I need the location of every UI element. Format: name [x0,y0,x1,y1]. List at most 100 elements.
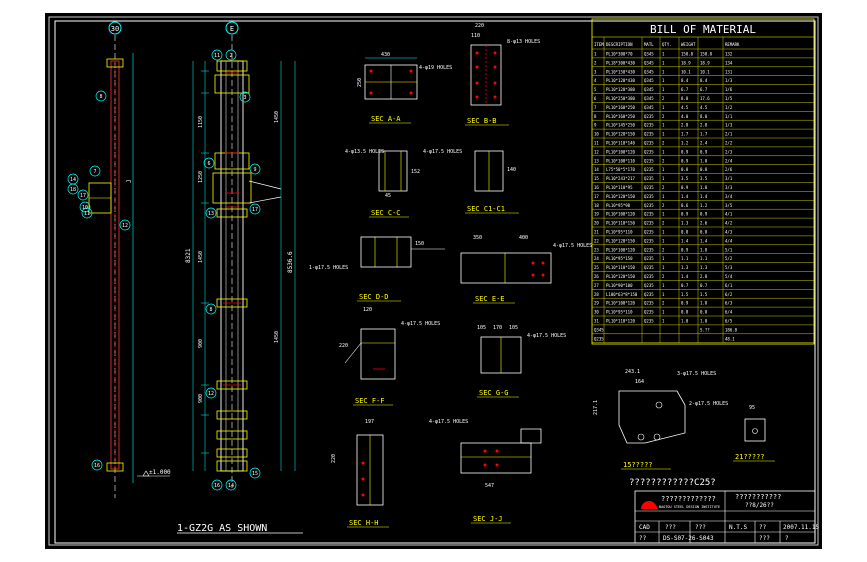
bom-cell: PL10*95*110 [606,310,633,315]
bom-cell: 1.2 [700,203,708,208]
bom-cell: 2 [662,247,665,252]
svg-text:???????????: ??????????? [735,493,781,501]
bom-cell: 12 [594,149,599,154]
svg-text:4-φ17.5 HOLES: 4-φ17.5 HOLES [401,321,440,327]
svg-text:120: 120 [363,307,372,313]
bom-cell: PL10*110*150 [606,265,635,270]
bom-cell: Q345 [644,78,654,83]
bom-cell: Q235 [644,158,654,163]
detail-21: 95 2-φ17.5 HOLES 21????? [689,401,775,462]
bom-cell: 0.8 [681,230,689,235]
bom-cell: Q235 [644,149,654,154]
svg-text:15: 15 [252,471,258,477]
bom-cell: 6.7 [700,87,708,92]
svg-text:10: 10 [82,205,88,211]
svg-text:4-φ17.5 HOLES: 4-φ17.5 HOLES [423,149,462,155]
svg-text:1250: 1250 [198,171,204,183]
bom-cell: PL10*120*430 [606,78,635,83]
bom-cell: 1.4 [700,194,708,199]
bom-cell: 1 [662,176,665,181]
bom-cell: 1 [662,52,665,57]
bom-cell: 2.8 [700,274,708,279]
svg-text:220: 220 [331,454,337,463]
svg-text:243.1: 243.1 [625,369,640,375]
bom-cell: 18 [594,203,599,208]
bom-cell: PL10*100*120 [606,149,635,154]
bom-cell: 7 [594,105,597,110]
bom-cell: PL10*160*250 [606,105,635,110]
bom-cell: 1 [662,87,665,92]
bom-cell: 0.8 [681,167,689,172]
bom-cell: 1 [662,310,665,315]
bom-cell: PL10*90*100 [606,283,633,288]
bom-cell: 131 [725,69,733,74]
bom-cell: 3/5 [725,203,733,208]
bom-cell: PL10*250*380 [606,96,635,101]
svg-text:1-φ17.5 HOLES: 1-φ17.5 HOLES [309,265,348,271]
svg-text:3-φ17.5 HOLES: 3-φ17.5 HOLES [677,371,716,377]
bom-cell: PL10*100*110 [606,158,635,163]
bom-cell: PL10*100*120 [606,301,635,306]
bom-cell: Q345 [594,327,604,332]
bom-cell: PL18*300*430 [606,60,635,65]
bom-cell: PL10*110*120 [606,319,635,324]
bom-cell: 1 [662,78,665,83]
svg-text:110: 110 [471,33,480,39]
bom-cell: 1 [662,167,665,172]
svg-text:197: 197 [365,419,374,425]
bom-cell: 1 [662,60,665,65]
svg-text:170: 170 [493,325,502,331]
bom-cell: 26 [594,274,599,279]
bom-cell: 2.8 [681,123,689,128]
bom-cell: 186.8 [725,327,738,332]
bom-cell: 5/1 [725,247,733,252]
bom-cell: 24 [594,256,599,261]
bom-cell: 4/3 [725,230,733,235]
bom-cell: 8.4 [681,78,689,83]
bom-cell: 0.7 [681,283,689,288]
bom-cell: Q345 [644,52,654,57]
bom-cell: 6/3 [725,301,733,306]
svg-text:105: 105 [509,325,518,331]
bom-cell: 10.1 [700,69,710,74]
svg-text:1150: 1150 [198,116,204,128]
svg-text:N.T.S: N.T.S [729,524,747,531]
bom-header-cell: WEIGHT [681,42,696,47]
svg-text:220: 220 [475,23,484,29]
section-aa: 430 250 4-φ19 HOLES SEC A-A [357,52,452,124]
bom-cell: 6/4 [725,310,733,315]
bom-cell: 1.0 [700,319,708,324]
bom-cell: 1/6 [725,87,733,92]
bom-cell: 1 [662,230,665,235]
bom-cell: 0.9 [681,149,689,154]
bom-cell: 5/2 [725,256,733,261]
detail-21-label: 21????? [735,453,765,461]
bom-cell: 0.9 [700,149,708,154]
svg-text:17: 17 [252,207,258,213]
bom-cell: 4.0 [681,114,689,119]
bom-cell: 1 [662,265,665,270]
bom-cell: S.?? [700,327,710,332]
svg-text:105: 105 [477,325,486,331]
bom-header-cell: ITEM [594,42,604,47]
bom-cell: 1/3 [725,78,733,83]
bom-cell: 18.9 [681,60,691,65]
bom-cell: 1.7 [700,132,708,137]
bom-cell: 17 [594,194,599,199]
svg-text:??8/26??: ??8/26?? [745,502,774,509]
bom-cell: 4/1 [725,212,733,217]
bom-cell: 1 [594,52,597,57]
bom-cell: 1.1 [681,256,689,261]
section-c1c1-title: SEC C1-C1 [467,205,505,213]
bom-cell: 6/1 [725,283,733,288]
bom-cell: 29 [594,301,599,306]
bom-cell: 1/1 [725,114,733,119]
inner-border [54,20,816,544]
svg-text:?: ? [785,535,789,542]
spec-note: ????????????C25? [629,478,716,488]
bom-cell: PL10*150*430 [606,69,635,74]
bom-cell: 17.6 [700,96,710,101]
bom-cell: 1/3 [725,123,733,128]
svg-text:18: 18 [70,187,76,193]
bom-cell: 30 [594,310,599,315]
